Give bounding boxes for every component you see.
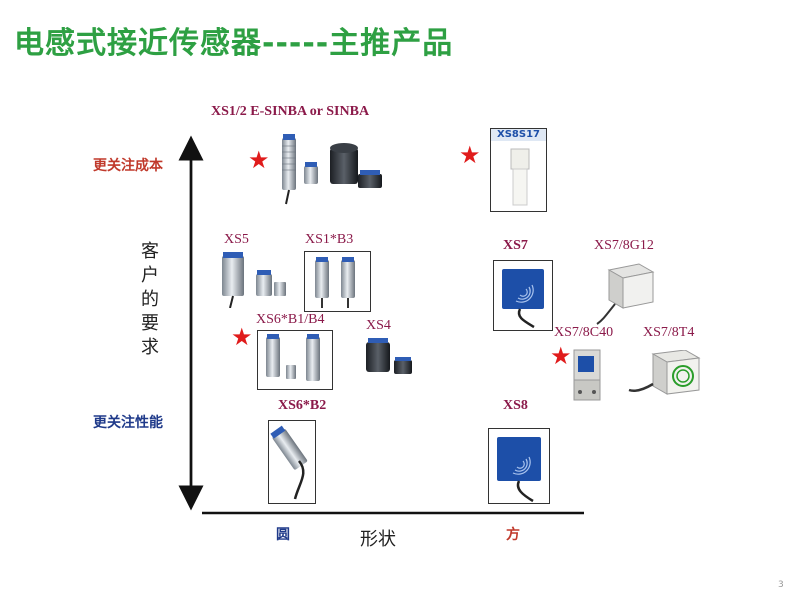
product-frame-xs1b3 (304, 251, 371, 312)
label-xs8: XS8 (503, 398, 528, 413)
product-frame-xs8s17: XS8S17 (490, 128, 547, 212)
y-axis-char: 求 (141, 337, 159, 358)
y-bottom-label: 更关注性能 (93, 415, 163, 431)
label-xs7-8t4: XS7/8T4 (643, 325, 695, 340)
product-image-xs8s17 (510, 148, 530, 206)
label-xs1b3: XS1*B3 (305, 232, 354, 247)
y-axis-char: 要 (141, 313, 159, 334)
product-frame-xs7 (493, 260, 553, 331)
product-image-xs1b3 (315, 257, 355, 308)
product-image-xs7 (502, 269, 544, 329)
y-axis-char: 的 (141, 289, 159, 310)
y-axis-title: 客 户 的 要 求 (140, 240, 160, 360)
label-xs6b2: XS6*B2 (278, 398, 327, 413)
label-xs4: XS4 (366, 318, 391, 333)
label-xs7-8g12: XS7/8G12 (594, 238, 654, 253)
label-xs6b1b4: XS6*B1/B4 (256, 312, 325, 327)
product-image-xs7-8c40 (573, 349, 601, 401)
page-title: 电感式接近传感器-----主推产品 (14, 26, 454, 61)
product-image-xs6b1b4 (266, 334, 320, 381)
label-xs5: XS5 (224, 232, 249, 247)
label-xs8s17: XS8S17 (491, 129, 546, 141)
y-axis-char: 户 (141, 265, 159, 286)
product-image-xs1-2 (282, 134, 382, 205)
product-image-xs8 (497, 437, 541, 503)
product-image-xs5 (222, 252, 286, 308)
y-axis-char: 客 (141, 241, 159, 262)
product-frame-xs8 (488, 428, 550, 504)
x-left-label: 圆 (276, 527, 290, 543)
product-image-xs7-8t4 (628, 350, 701, 395)
page-number: 3 (778, 580, 784, 590)
label-xs7: XS7 (503, 238, 528, 253)
product-image-xs4 (366, 338, 412, 374)
product-frame-xs6b1b4 (257, 330, 333, 390)
star-icon: ★ (231, 323, 253, 351)
product-image-xs6b2 (270, 425, 308, 500)
y-top-label: 更关注成本 (93, 158, 163, 174)
product-image-xs7-8g12 (596, 263, 655, 325)
star-icon: ★ (459, 141, 481, 169)
label-xs7-8c40: XS7/8C40 (554, 325, 614, 340)
star-icon: ★ (550, 342, 572, 370)
product-frame-xs6b2 (268, 420, 316, 504)
star-icon: ★ (248, 146, 270, 174)
label-xs1-2: XS1/2 E-SINBA or SINBA (211, 104, 370, 119)
x-right-label: 方 (506, 527, 520, 543)
x-axis-title: 形状 (360, 529, 396, 550)
